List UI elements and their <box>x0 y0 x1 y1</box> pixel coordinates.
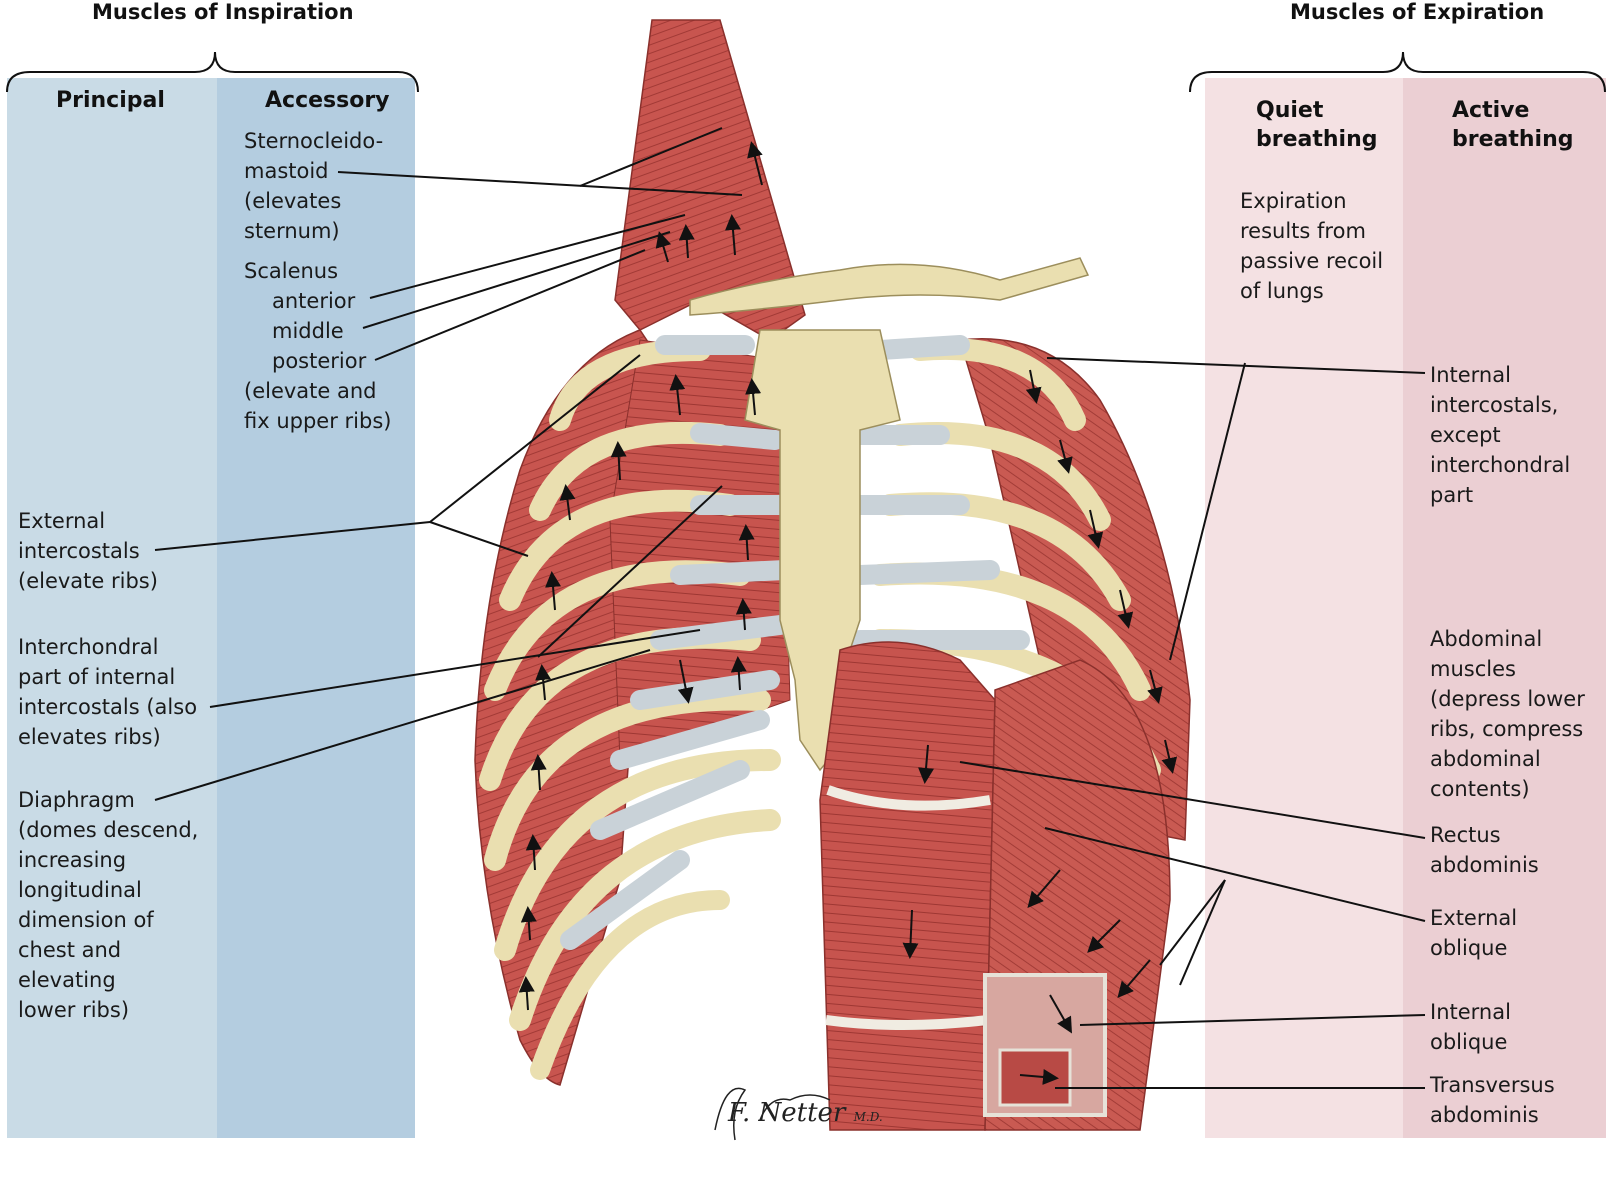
label-external-oblique: External oblique <box>1430 903 1517 963</box>
accessory-band <box>217 78 415 1138</box>
transversus-line-1: Transversus <box>1430 1073 1555 1097</box>
abd-line-2: muscles <box>1430 657 1516 681</box>
diaphragm-line-8: lower ribs) <box>18 998 130 1022</box>
expiration-header: Muscles of Expiration <box>1290 0 1545 24</box>
label-abdominal-muscles: Abdominal muscles (depress lower ribs, c… <box>1430 624 1585 804</box>
scalenus-line-1: Scalenus <box>244 259 339 283</box>
diaphragm-line-6: chest and <box>18 938 122 962</box>
expiration-brace <box>1189 51 1606 93</box>
quiet-column-header: Quiet breathing <box>1256 96 1378 154</box>
interchondral-line-2: part of internal <box>18 665 176 689</box>
active-band <box>1403 78 1606 1138</box>
active-line-1: Active <box>1452 98 1530 123</box>
scalenus-line-5: (elevate and <box>244 379 377 403</box>
signature: F. Netter M.D. <box>728 1098 883 1128</box>
exp-note-line-2: results from <box>1240 219 1366 243</box>
transversus-window <box>998 1048 1072 1107</box>
ext-ic-line-1: External <box>18 509 106 533</box>
scalenus-line-4: posterior <box>272 349 367 373</box>
quiet-line-2: breathing <box>1256 127 1378 152</box>
diaphragm-line-5: dimension of <box>18 908 154 932</box>
exp-note-line-3: passive recoil <box>1240 249 1384 273</box>
scalenus-line-2: anterior <box>272 289 356 313</box>
abd-line-1: Abdominal <box>1430 627 1543 651</box>
abd-line-3: (depress lower <box>1430 687 1585 711</box>
signature-mark <box>714 1087 831 1141</box>
scm-line-1: Sternocleido- <box>244 129 384 153</box>
int-ic-line-2: intercostals, <box>1430 393 1559 417</box>
label-transversus-abdominis: Transversus abdominis <box>1430 1070 1555 1130</box>
ext-ic-line-2: intercostals <box>18 539 140 563</box>
transversus-line-2: abdominis <box>1430 1103 1539 1127</box>
label-internal-oblique: Internal oblique <box>1430 997 1511 1057</box>
scalenus-line-6: fix upper ribs) <box>244 409 392 433</box>
ext-ic-line-3: (elevate ribs) <box>18 569 158 593</box>
int-oblique-line-2: oblique <box>1430 1030 1508 1054</box>
exp-note-line-4: of lungs <box>1240 279 1324 303</box>
scm-muscle <box>614 19 806 341</box>
int-ic-line-3: except <box>1430 423 1501 447</box>
diaphragm-line-7: elevating <box>18 968 116 992</box>
int-ic-line-1: Internal <box>1430 363 1511 387</box>
label-expiration-note: Expiration results from passive recoil o… <box>1240 186 1383 306</box>
muscle-direction-arrows <box>518 141 1178 1085</box>
abd-line-4: ribs, compress <box>1430 717 1584 741</box>
ext-oblique-line-2: oblique <box>1430 936 1508 960</box>
leader-lines <box>154 127 1426 1089</box>
principal-band <box>7 78 217 1138</box>
active-column-header: Active breathing <box>1452 96 1574 154</box>
diaphragm-line-3: increasing <box>18 848 127 872</box>
abd-line-6: contents) <box>1430 777 1530 801</box>
ext-oblique-line-1: External <box>1430 906 1518 930</box>
label-scalenus: Scalenus anterior middle posterior (elev… <box>244 256 391 436</box>
left-costal-cartilages <box>560 335 795 950</box>
abd-line-5: abdominal <box>1430 747 1541 771</box>
signature-degree: M.D. <box>853 1110 883 1124</box>
active-line-2: breathing <box>1452 127 1574 152</box>
signature-name: F. Netter <box>728 1098 846 1128</box>
rectus-tendinous-intersections <box>825 785 991 1030</box>
int-oblique-line-1: Internal <box>1430 1000 1511 1024</box>
diaphragm-line-2: (domes descend, <box>18 818 199 842</box>
diaphragm-line-1: Diaphragm <box>18 788 135 812</box>
exp-note-line-1: Expiration <box>1240 189 1347 213</box>
diaphragm-line-4: longitudinal <box>18 878 142 902</box>
left-ribs <box>479 339 781 1080</box>
label-diaphragm: Diaphragm (domes descend, increasing lon… <box>18 785 198 1025</box>
interchondral-line-4: elevates ribs) <box>18 725 161 749</box>
label-external-intercostals: External intercostals (elevate ribs) <box>18 506 158 596</box>
scm-line-3: (elevates <box>244 189 342 213</box>
rectus-line-2: abdominis <box>1430 853 1539 877</box>
principal-column-header: Principal <box>56 88 165 113</box>
interchondral-line-1: Interchondral <box>18 635 159 659</box>
right-costal-cartilages <box>850 335 1030 650</box>
interchondral-line-3: intercostals (also <box>18 695 198 719</box>
rectus-abdominis <box>819 641 996 1131</box>
clavicle <box>689 257 1090 316</box>
rectus-line-1: Rectus <box>1430 823 1501 847</box>
quiet-line-1: Quiet <box>1256 98 1324 123</box>
quiet-band <box>1205 78 1403 1138</box>
label-interchondral: Interchondral part of internal intercost… <box>18 632 197 752</box>
inspiration-header: Muscles of Inspiration <box>92 0 354 24</box>
scalenus-line-3: middle <box>272 319 344 343</box>
int-ic-line-4: interchondral <box>1430 453 1571 477</box>
accessory-column-header: Accessory <box>265 88 390 113</box>
inspiration-brace <box>6 51 419 93</box>
int-ic-line-5: part <box>1430 483 1474 507</box>
label-internal-intercostals: Internal intercostals, except interchond… <box>1430 360 1570 510</box>
label-rectus-abdominis: Rectus abdominis <box>1430 820 1539 880</box>
scm-line-4: sternum) <box>244 219 340 243</box>
scm-line-2: mastoid <box>244 159 329 183</box>
label-sternocleidomastoid: Sternocleido- mastoid (elevates sternum) <box>244 126 383 246</box>
